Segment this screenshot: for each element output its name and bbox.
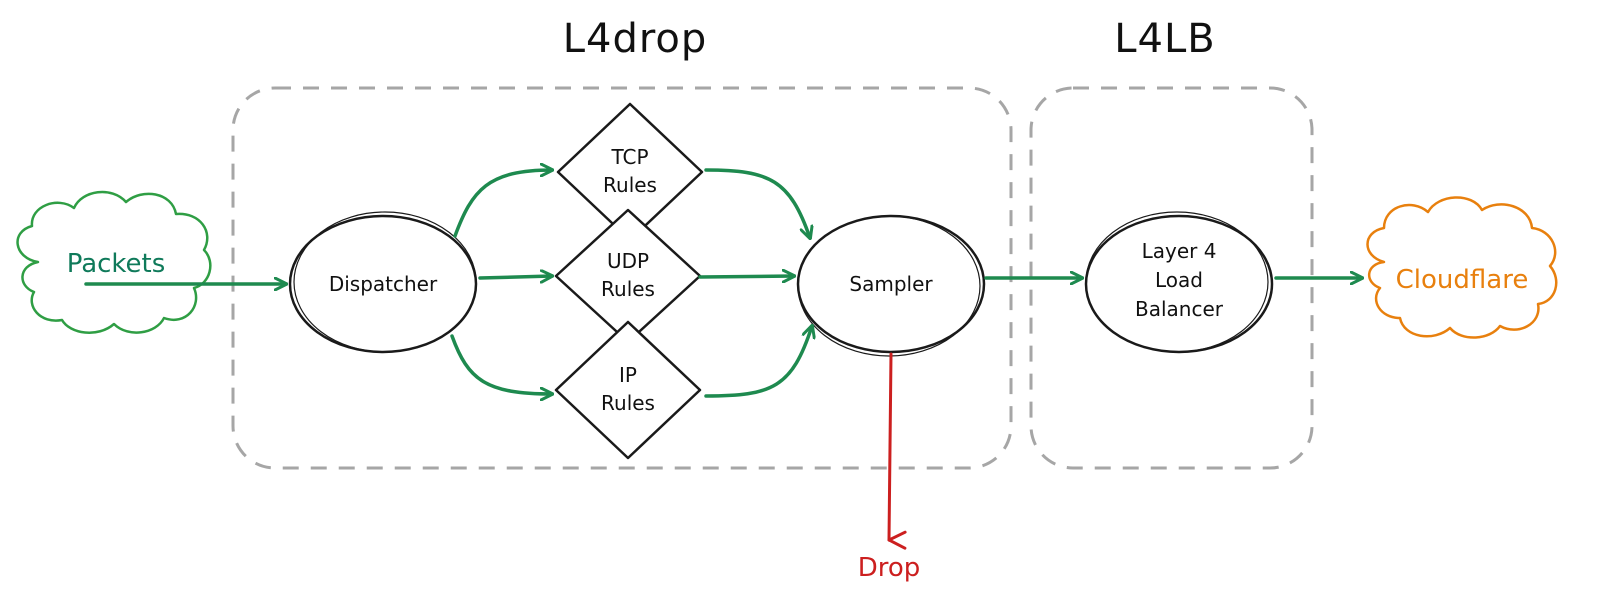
cloudflare-label: Cloudflare — [1396, 265, 1529, 295]
tcp-rules-label-1: TCP — [610, 145, 648, 169]
load-balancer-label-2: Load — [1155, 268, 1203, 292]
sampler-ellipse-sketch — [797, 215, 981, 357]
group-l4lb-title: L4LB — [1114, 16, 1215, 62]
dispatcher-ellipse-sketch — [293, 211, 477, 353]
udp-rules-label-2: Rules — [601, 277, 655, 301]
arrow-sampler-to-drop — [887, 352, 907, 550]
ip-rules-diamond — [554, 320, 702, 460]
group-l4lb-border — [1029, 86, 1314, 470]
arrow-udp-to-sampler — [698, 276, 794, 277]
load-balancer-label-3: Balancer — [1135, 297, 1224, 321]
packets-cloud-shape — [16, 190, 212, 334]
dispatcher-label: Dispatcher — [329, 272, 438, 296]
cloudflare-cloud: Cloudflare — [1366, 196, 1558, 339]
ip-rules-node: IP Rules — [554, 320, 702, 460]
load-balancer-node: Layer 4 Load Balancer — [1084, 211, 1274, 354]
sampler-label: Sampler — [849, 272, 933, 296]
tcp-rules-node: TCP Rules — [556, 102, 704, 242]
arrow-tcp-to-sampler — [704, 168, 810, 238]
arrow-ip-to-sampler — [704, 326, 812, 398]
drop-branch: Drop — [858, 352, 921, 583]
load-balancer-label-1: Layer 4 — [1142, 239, 1217, 263]
group-l4drop-title: L4drop — [563, 16, 708, 62]
packets-cloud: Packets — [16, 190, 212, 334]
udp-rules-label-1: UDP — [607, 249, 649, 273]
drop-label: Drop — [858, 553, 921, 583]
arrow-dispatcher-to-ip — [450, 334, 552, 394]
dispatcher-node: Dispatcher — [288, 211, 478, 354]
flow-arrows — [84, 168, 1362, 398]
arrow-dispatcher-to-tcp — [453, 170, 552, 238]
sampler-node: Sampler — [796, 214, 986, 357]
ip-rules-label-1: IP — [619, 363, 637, 387]
arrow-dispatcher-to-udp — [478, 276, 552, 278]
tcp-rules-label-2: Rules — [603, 173, 657, 197]
packets-label: Packets — [67, 249, 166, 279]
cloudflare-cloud-shape — [1366, 196, 1558, 339]
udp-rules-node: UDP Rules — [554, 208, 702, 344]
load-balancer-ellipse-sketch — [1085, 211, 1269, 353]
ip-rules-label-2: Rules — [601, 391, 655, 415]
group-l4lb: L4LB — [1029, 16, 1314, 470]
